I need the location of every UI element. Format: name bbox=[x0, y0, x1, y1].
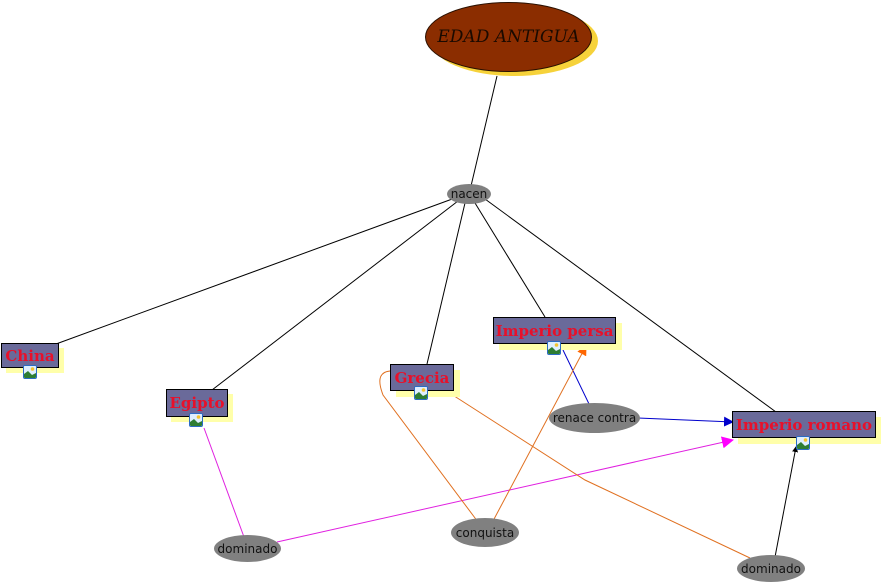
connection-grecia-conquista bbox=[379, 370, 479, 523]
concept-box[interactable]: Grecia bbox=[390, 364, 454, 391]
connection-persa-renace bbox=[562, 349, 591, 407]
connection-egipto-dominado bbox=[203, 427, 245, 538]
image-attachment-icon[interactable] bbox=[414, 386, 428, 400]
linking-phrase-dominado-2[interactable]: dominado bbox=[737, 555, 805, 582]
linking-phrase-dominado-1[interactable]: dominado bbox=[214, 535, 281, 562]
image-attachment-icon[interactable] bbox=[796, 436, 810, 450]
concept-label: Egipto bbox=[169, 394, 225, 412]
linking-phrase-label: conquista bbox=[455, 525, 515, 540]
connection-conquista-persa bbox=[492, 345, 587, 522]
linking-phrase-label: renace contra bbox=[552, 411, 637, 425]
concept-box[interactable]: Imperio persa bbox=[493, 317, 616, 344]
linking-phrase-conquista[interactable]: conquista bbox=[451, 518, 519, 547]
connection-nacen-romano bbox=[484, 198, 777, 413]
connection-grecia-dominado bbox=[447, 391, 751, 559]
concept-box[interactable]: Egipto bbox=[166, 389, 228, 417]
connection-renace-romano bbox=[637, 416, 734, 427]
linking-phrase-renace-contra[interactable]: renace contra bbox=[549, 403, 640, 433]
connection-nacen-egipto bbox=[211, 200, 459, 391]
connection-dominado-romano-2 bbox=[774, 446, 799, 558]
concept-label: China bbox=[5, 346, 55, 365]
root-node[interactable]: EDAD ANTIGUA bbox=[425, 2, 592, 72]
connection-nacen-china bbox=[55, 197, 456, 345]
concept-label: Imperio persa bbox=[495, 321, 614, 340]
connection-nacen-grecia bbox=[426, 202, 466, 365]
concept-box[interactable]: Imperio romano bbox=[732, 411, 876, 438]
image-attachment-icon[interactable] bbox=[23, 365, 37, 379]
linking-phrase-label: nacen bbox=[450, 187, 488, 201]
linking-phrase-label: dominado bbox=[741, 561, 801, 576]
image-attachment-icon[interactable] bbox=[547, 341, 561, 355]
connection-root-nacen bbox=[470, 75, 498, 187]
connection-dominado-romano bbox=[276, 436, 734, 543]
concept-label: Imperio romano bbox=[735, 415, 873, 434]
concept-label: Grecia bbox=[394, 368, 450, 387]
connection-nacen-persa bbox=[474, 202, 546, 318]
image-attachment-icon[interactable] bbox=[189, 413, 203, 427]
linking-phrase-label: dominado bbox=[217, 541, 278, 556]
root-node-label: EDAD ANTIGUA bbox=[437, 27, 580, 47]
linking-phrase-nacen[interactable]: nacen bbox=[447, 184, 491, 204]
